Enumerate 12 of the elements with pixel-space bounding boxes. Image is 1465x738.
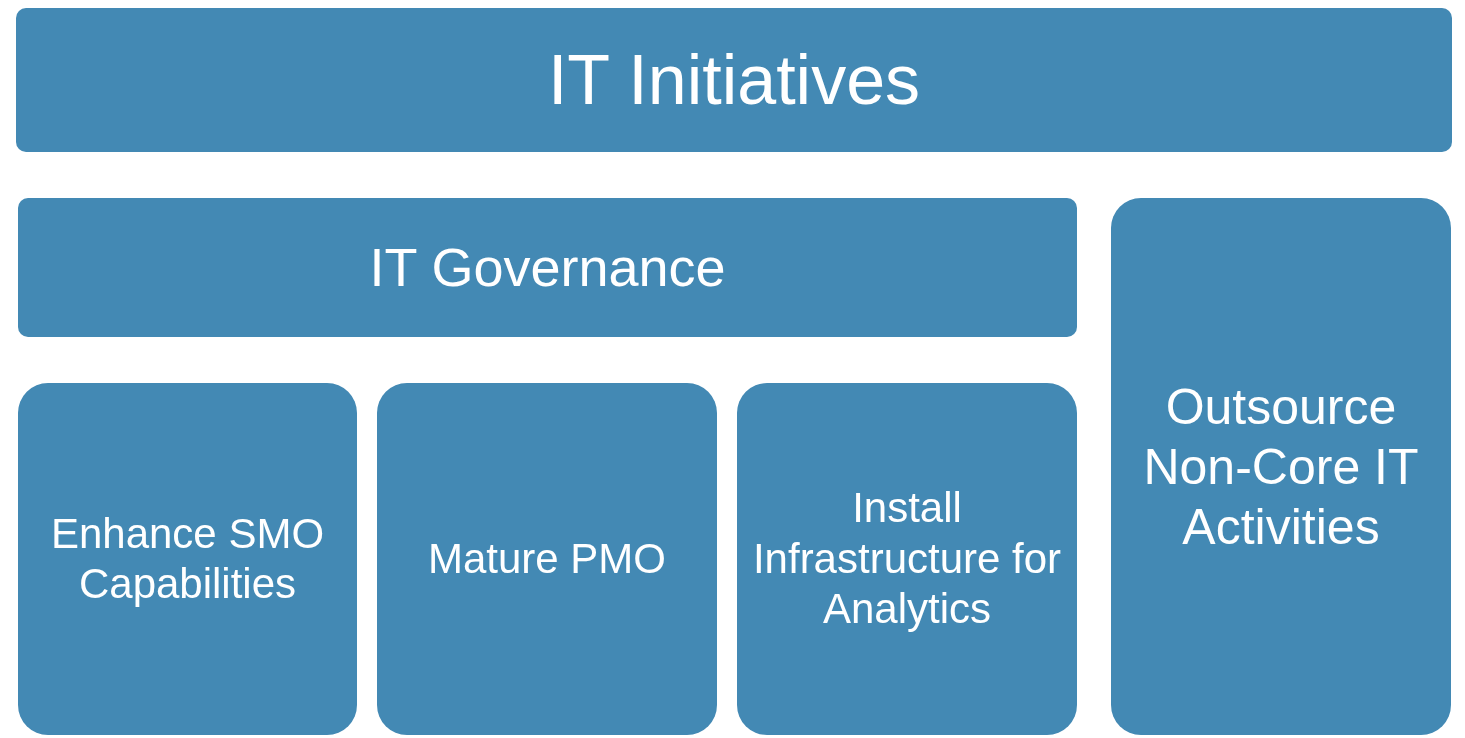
box-label: Enhance SMO Capabilities	[49, 508, 326, 609]
initiative-box	[377, 383, 717, 735]
box-label: Outsource Non-Core IT Activities	[1142, 377, 1420, 557]
box-label: IT Initiatives	[547, 40, 921, 121]
initiative-box	[18, 383, 357, 735]
box-label: Mature PMO	[427, 533, 667, 584]
category-banner	[18, 198, 1077, 337]
initiative-box	[1111, 198, 1451, 735]
box-label: Install Infrastructure for Analytics	[751, 483, 1063, 635]
initiative-box	[737, 383, 1077, 735]
box-label: IT Governance	[369, 236, 726, 300]
title-banner	[16, 8, 1452, 152]
